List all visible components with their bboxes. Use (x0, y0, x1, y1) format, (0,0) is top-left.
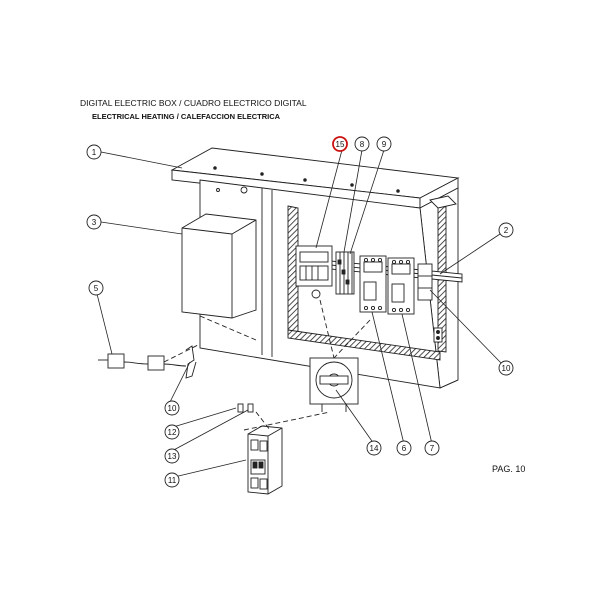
callout-label: 5 (94, 284, 99, 293)
callout-11: 11 (164, 472, 180, 488)
callout-10: 10 (164, 400, 180, 416)
callout-3: 3 (86, 214, 102, 230)
callout-5: 5 (88, 280, 104, 296)
main-switch (309, 357, 359, 412)
callout-14: 14 (366, 440, 382, 456)
page-number: PAG. 10 (492, 464, 526, 474)
callout-7: 7 (424, 440, 440, 456)
callout-label: 11 (168, 476, 177, 485)
terminal-blocks (335, 251, 355, 295)
panel-screw (433, 327, 443, 343)
callout-label: 14 (370, 444, 379, 453)
heater-connectors (98, 353, 187, 371)
callout-label: 9 (382, 140, 387, 149)
callout-label: 10 (502, 364, 511, 373)
cable-clamp (185, 345, 197, 379)
callout-label: 6 (402, 444, 407, 453)
callout-label: 12 (168, 428, 177, 437)
callout-2: 2 (498, 222, 514, 238)
callout-10: 10 (498, 360, 514, 376)
callout-label: 1 (92, 148, 97, 157)
callout-13: 13 (164, 448, 180, 464)
assembly-lines (163, 299, 371, 431)
transformer-cover (181, 213, 257, 319)
callout-label: 15 (336, 140, 345, 149)
end-clamp (417, 263, 433, 301)
callout-15: 15 (332, 136, 348, 152)
diagram-title: DIGITAL ELECTRIC BOX / CUADRO ELECTRICO … (80, 98, 307, 108)
callout-label: 7 (430, 444, 435, 453)
control-transformer (295, 245, 333, 299)
callout-label: 3 (92, 218, 97, 227)
cable-duct-bottom (287, 329, 441, 361)
callout-6: 6 (396, 440, 412, 456)
contactor-left (359, 255, 387, 313)
callout-1: 1 (86, 144, 102, 160)
callout-label: 10 (168, 404, 177, 413)
leader-lines (95, 149, 503, 479)
fuses (237, 403, 254, 413)
callout-label: 8 (360, 140, 365, 149)
callout-8: 8 (354, 136, 370, 152)
callout-label: 13 (168, 452, 177, 461)
callout-12: 12 (164, 424, 180, 440)
callout-9: 9 (376, 136, 392, 152)
diagram-subtitle: ELECTRICAL HEATING / CALEFACCION ELECTRI… (92, 112, 281, 121)
callout-label: 2 (504, 226, 509, 235)
circuit-breaker (247, 425, 283, 495)
contactor-right (387, 257, 415, 315)
